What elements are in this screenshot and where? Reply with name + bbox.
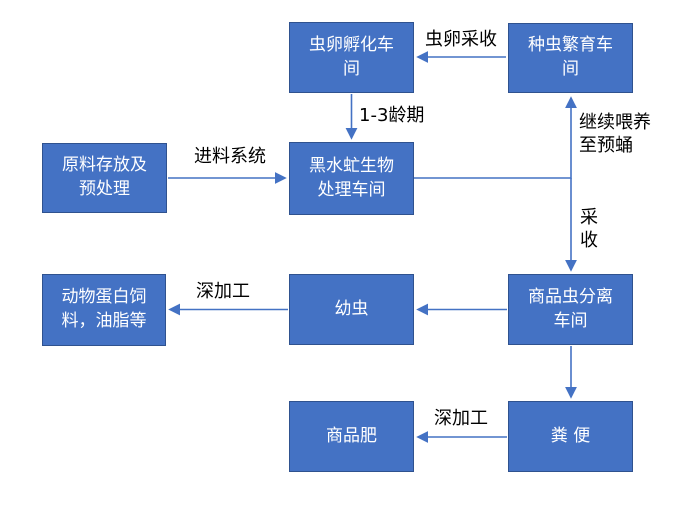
edge-label-egg-collection: 虫卵采收	[425, 29, 497, 50]
node-breeding-workshop: 种虫繁育车 间	[508, 23, 633, 93]
edge-label-harvest: 采 收	[580, 207, 598, 252]
edge-label-deep-processing-feed: 深加工	[196, 281, 250, 302]
edge-label-feed-system: 进料系统	[194, 146, 266, 167]
node-larvae: 幼虫	[289, 274, 414, 345]
node-separation-workshop: 商品虫分离 车间	[508, 274, 633, 345]
edge-label-instar-stage: 1-3龄期	[359, 105, 425, 126]
node-commercial-fertilizer: 商品肥	[289, 401, 414, 472]
node-raw-material-storage: 原料存放及 预处理	[42, 143, 167, 213]
edge-label-deep-processing-fert: 深加工	[434, 408, 488, 429]
edge-label-continue-feeding: 继续喂养 至预蛹	[579, 112, 651, 157]
node-animal-protein-feed: 动物蛋白饲 料，油脂等	[42, 274, 166, 346]
edge-continue-feeding-line	[414, 96, 577, 179]
node-bio-processing-workshop: 黑水虻生物 处理车间	[289, 142, 414, 215]
node-manure: 粪 便	[508, 401, 633, 472]
node-egg-hatching-workshop: 虫卵孵化车 间	[289, 22, 414, 93]
